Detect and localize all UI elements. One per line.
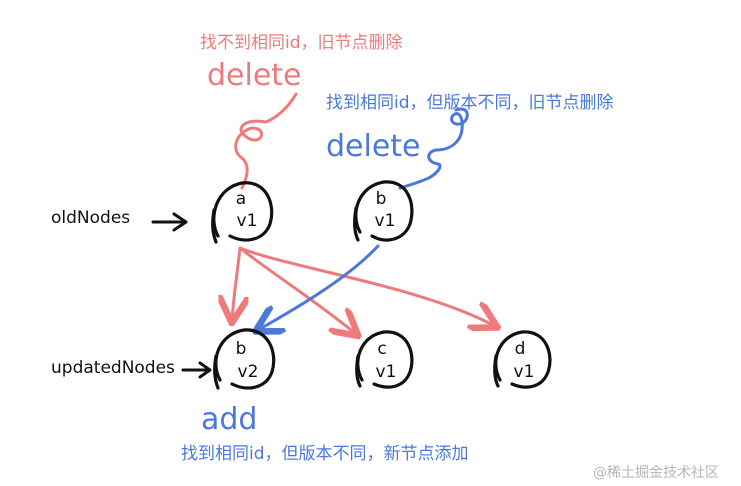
edge-a-to-c — [238, 246, 356, 334]
old-node-a-id: a — [236, 189, 246, 209]
updated-node-b-version: v2 — [238, 362, 259, 382]
updated-nodes-arrow — [181, 361, 212, 379]
red-squiggle — [234, 92, 298, 190]
old-node-b-id: b — [376, 189, 387, 209]
edge-b-to-b — [258, 244, 380, 330]
updated-node-b: b v2 — [213, 328, 276, 390]
blue-add-label: add — [201, 402, 257, 437]
old-nodes-label: oldNodes — [51, 208, 130, 228]
old-node-b-version: v1 — [375, 211, 396, 231]
updated-node-d-id: d — [515, 339, 526, 359]
old-node-a: a v1 — [211, 181, 274, 244]
updated-node-c-version: v1 — [376, 362, 397, 382]
edge-a-to-b — [232, 246, 240, 320]
updated-node-c: c v1 — [355, 330, 414, 389]
watermark: @稀土掘金技术社区 — [593, 465, 719, 481]
updated-node-d: d v1 — [493, 330, 552, 389]
updated-node-c-id: c — [377, 339, 386, 359]
updated-nodes-label: updatedNodes — [51, 358, 175, 378]
blue-delete-label: delete — [326, 129, 421, 164]
red-delete-label: delete — [207, 58, 302, 93]
blue-delete-note: 找到相同id，但版本不同，旧节点删除 — [326, 93, 614, 113]
red-delete-note: 找不到相同id，旧节点删除 — [200, 33, 403, 53]
blue-add-note: 找到相同id，但版本不同，新节点添加 — [181, 444, 469, 464]
edge-a-to-d — [238, 246, 495, 326]
old-node-b: b v1 — [353, 180, 414, 242]
old-nodes-arrow — [151, 212, 188, 232]
blue-squiggle — [398, 107, 469, 190]
old-node-a-version: v1 — [237, 211, 258, 231]
updated-node-d-version: v1 — [514, 362, 535, 382]
updated-node-b-id: b — [236, 339, 247, 359]
